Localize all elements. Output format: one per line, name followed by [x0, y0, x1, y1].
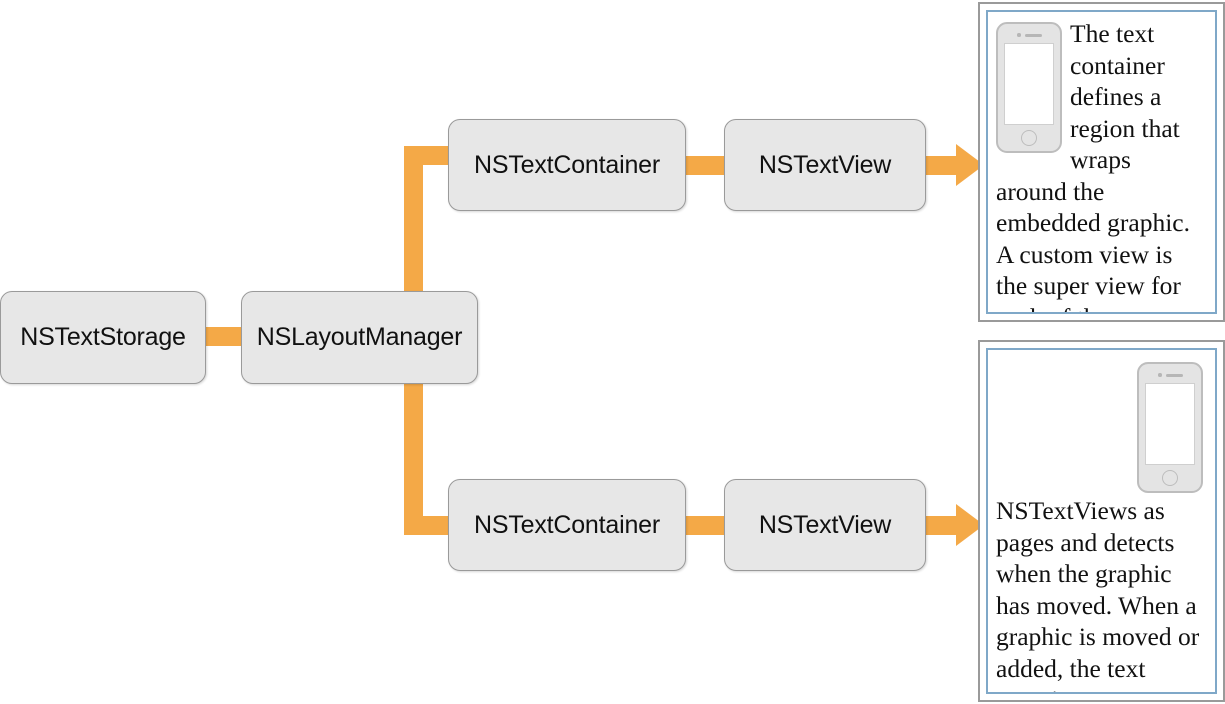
smartphone-graphic-bottom: [1137, 362, 1203, 493]
node-nstextview-bottom[interactable]: NSTextView: [724, 479, 926, 571]
connector-trunk-upper: [404, 146, 423, 296]
node-nstextview-top[interactable]: NSTextView: [724, 119, 926, 211]
text-panel-bottom[interactable]: NSTextViews as pages and detects when th…: [978, 340, 1225, 702]
phone-camera-icon: [1017, 33, 1021, 37]
phone-speaker-icon: [1166, 374, 1183, 377]
text-panel-top-text: The text container defines a region that…: [996, 19, 1191, 312]
phone-speaker-icon: [1025, 34, 1042, 37]
phone-camera-icon: [1158, 373, 1162, 377]
node-nstextcontainer-top-label: NSTextContainer: [474, 150, 660, 179]
connector-container-to-view-bottom: [680, 516, 730, 535]
connector-view-to-panel-top: [920, 156, 958, 175]
node-nstextcontainer-bottom-label: NSTextContainer: [474, 510, 660, 539]
node-nstextview-bottom-label: NSTextView: [758, 510, 892, 539]
node-nslayoutmanager-label: NSLayoutManager: [256, 323, 463, 351]
phone-screen: [1145, 383, 1195, 465]
node-nstextstorage[interactable]: NSTextStorage: [0, 291, 206, 384]
connector-branch-top: [404, 146, 460, 165]
connector-view-to-panel-bottom: [920, 516, 958, 535]
node-nstextstorage-label: NSTextStorage: [20, 323, 186, 351]
node-nstextcontainer-top[interactable]: NSTextContainer: [448, 119, 686, 211]
node-nslayoutmanager[interactable]: NSLayoutManager: [241, 291, 478, 384]
connector-branch-bottom: [404, 516, 460, 535]
text-panel-top-inner: The text container defines a region that…: [986, 10, 1217, 314]
text-panel-bottom-inner: NSTextViews as pages and detects when th…: [986, 348, 1217, 694]
phone-home-button-icon: [1021, 130, 1037, 146]
connector-trunk-lower: [404, 379, 423, 535]
connector-storage-to-layoutmanager: [200, 327, 248, 346]
text-panel-top[interactable]: The text container defines a region that…: [978, 2, 1225, 322]
node-nstextview-top-label: NSTextView: [758, 150, 892, 179]
connector-container-to-view-top: [680, 156, 730, 175]
smartphone-graphic-top: [996, 22, 1062, 153]
text-panel-bottom-text: NSTextViews as pages and detects when th…: [996, 496, 1200, 692]
node-nstextcontainer-bottom[interactable]: NSTextContainer: [448, 479, 686, 571]
phone-screen: [1004, 43, 1054, 125]
phone-home-button-icon: [1162, 470, 1178, 486]
